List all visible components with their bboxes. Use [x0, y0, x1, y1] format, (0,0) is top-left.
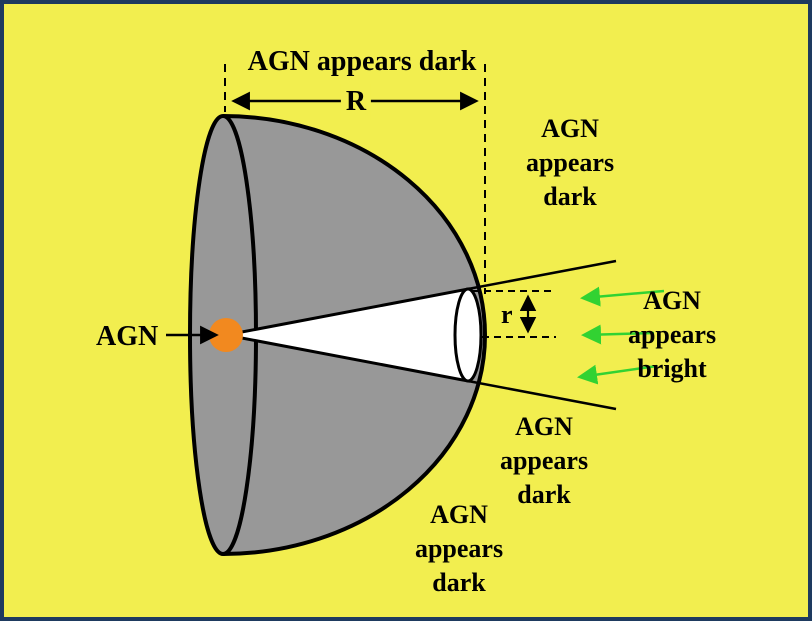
cone-opening	[453, 287, 483, 383]
incoming-light-arrows	[577, 286, 665, 385]
diagram-art	[166, 64, 665, 556]
green-arrow-top	[580, 286, 665, 307]
cone-edge-extension-bottom	[467, 379, 617, 411]
label-radius-small: r	[501, 300, 513, 329]
label-bottom-right-dark: AGN appears dark	[499, 412, 589, 509]
label-top-caption: AGN appears dark	[247, 46, 477, 77]
cone-edge-extension-top	[467, 259, 617, 291]
label-radius-large: R	[340, 84, 372, 121]
label-top-right-dark: AGN appears dark	[525, 114, 615, 211]
green-arrow-bottom	[577, 364, 658, 385]
green-arrow-middle	[581, 324, 655, 345]
label-bottom-dark: AGN appears dark	[414, 500, 504, 597]
label-bright: AGN appears bright	[627, 286, 717, 383]
label-agn: AGN	[96, 321, 159, 352]
